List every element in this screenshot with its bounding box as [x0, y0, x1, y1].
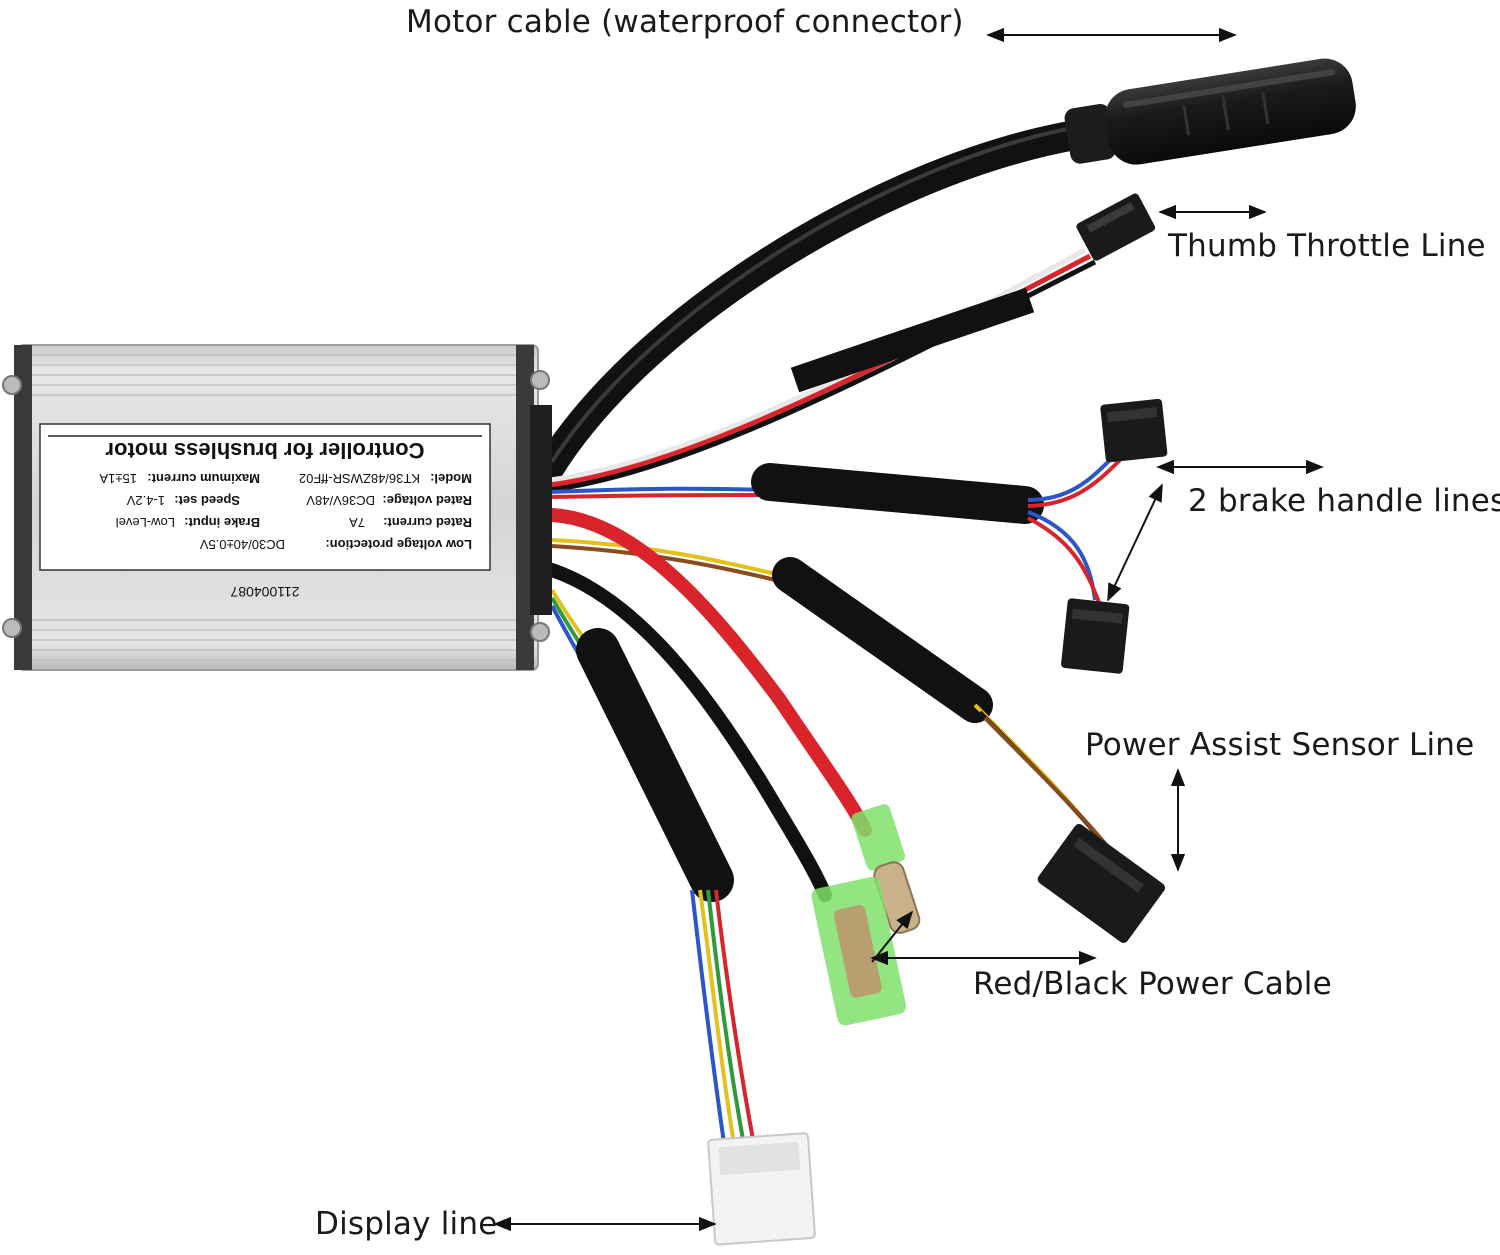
- callout-power-cable: Red/Black Power Cable: [973, 966, 1332, 1002]
- label-rated-voltage-value: DC36V/48V: [306, 493, 375, 508]
- label-max-current-value: 15±1A: [99, 471, 137, 486]
- callout-arrows: [493, 27, 1324, 1232]
- display-wire: [550, 588, 816, 1246]
- label-low-voltage-key: Low voltage protection:: [325, 537, 472, 552]
- power-assist-wire: [551, 538, 1166, 943]
- display-connector: [707, 1132, 816, 1246]
- label-brake-input-value: Low-Level: [116, 515, 175, 530]
- callout-display-line: Display line: [315, 1206, 498, 1242]
- label-serial: 211004087: [230, 584, 299, 600]
- callout-motor-cable: Motor cable (waterproof connector): [406, 4, 964, 40]
- label-speed-set-key: Speed set:: [174, 493, 240, 508]
- callout-thumb-throttle: Thumb Throttle Line: [1168, 228, 1486, 264]
- black-terminal: [811, 876, 907, 1026]
- controller-label: Controller for brushless motor Model: KT…: [39, 423, 491, 600]
- brake-connector-1: [1100, 398, 1168, 463]
- label-speed-set-value: 1-4.2V: [126, 493, 165, 508]
- label-model-key: Model:: [430, 471, 472, 486]
- label-rated-current-value: 7A: [349, 515, 365, 530]
- arrow-power-cable-diag: [871, 910, 914, 963]
- throttle-connector: [1076, 193, 1156, 261]
- arrow-brake-2: [1107, 483, 1163, 602]
- label-brake-input-key: Brake input:: [184, 515, 260, 530]
- label-title: Controller for brushless motor: [105, 438, 424, 463]
- label-model-value: KT36/48ZWSR-ffF02: [299, 471, 420, 486]
- motor-cable: [533, 58, 1356, 485]
- throttle-wire: [549, 193, 1156, 493]
- callout-brake-lines: 2 brake handle lines: [1188, 483, 1500, 519]
- label-low-voltage-value: DC30/40±0.5V: [199, 537, 285, 552]
- label-rated-voltage-key: Rated voltage:: [382, 493, 472, 508]
- power-assist-connector: [1037, 823, 1166, 943]
- brake-connector-2: [1061, 598, 1130, 674]
- power-cable: [545, 508, 921, 1026]
- label-rated-current-key: Rated current:: [383, 515, 472, 530]
- brake-wires: [549, 398, 1168, 674]
- waterproof-connector: [1064, 58, 1356, 165]
- callout-power-assist: Power Assist Sensor Line: [1085, 727, 1475, 763]
- label-max-current-key: Maximum current:: [147, 471, 260, 486]
